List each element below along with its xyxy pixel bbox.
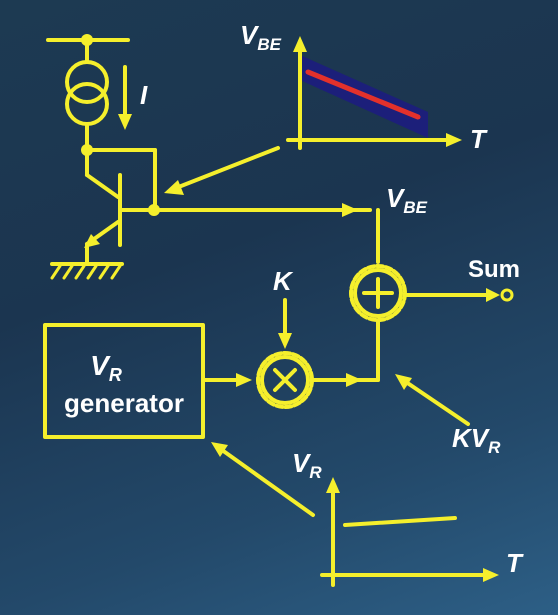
vr-generator-title: VR (90, 350, 122, 385)
ground-hatch (50, 264, 122, 280)
current-label: I (140, 80, 148, 110)
vbe-y-arrow (293, 36, 307, 52)
vbe-x-arrow (446, 133, 462, 147)
kvr-label: KVR (452, 423, 501, 457)
vr-trend-line (343, 516, 457, 527)
vr-generator-box (43, 323, 205, 439)
summing-junction: Sum (349, 256, 520, 322)
vbe-node-label: VBE (386, 183, 428, 217)
vr-temperature-graph: VR T (211, 442, 524, 587)
vbe-graph-pointer (174, 146, 280, 190)
vbe-graph-x-label: T (470, 124, 488, 154)
sum-label: Sum (468, 256, 520, 283)
kvr-pointer (404, 380, 470, 426)
vbe-graph-y-label: VBE (240, 20, 282, 54)
current-source-transistor: I (46, 34, 372, 280)
vr-generator-subtitle: generator (64, 388, 184, 418)
sum-output-terminal (500, 288, 514, 302)
k-label: K (273, 266, 294, 296)
multiplier: K KVR (256, 266, 501, 457)
vbe-temperature-graph: VBE T (240, 20, 488, 154)
vr-graph-x-label: T (506, 548, 524, 578)
current-source-circle-top (65, 60, 109, 104)
vbe-path: VBE (342, 183, 428, 264)
vr-graph-y-label: VR (292, 448, 322, 482)
vr-graph-pointer (220, 448, 315, 517)
base-node-dot (148, 204, 160, 216)
vr-generator: VR generator (43, 323, 252, 439)
vbe-trend-line (305, 69, 421, 120)
